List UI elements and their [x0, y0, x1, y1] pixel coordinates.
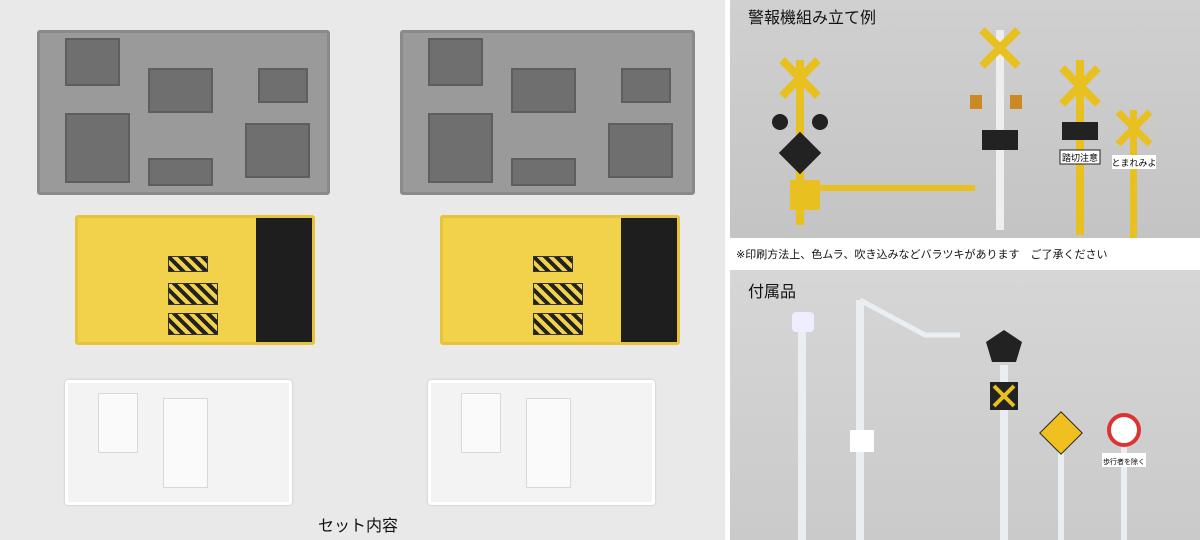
yellow-sprue-2	[440, 215, 680, 345]
gray-sprue-2	[400, 30, 695, 195]
sign-caution: 踏切注意	[1062, 152, 1098, 164]
accessories-title: 付属品	[748, 282, 797, 301]
catenary-pole	[856, 300, 864, 540]
yellow-sprue-1	[75, 215, 315, 345]
caution-sign	[850, 430, 874, 452]
kit-contents-panel: セット内容	[0, 0, 725, 540]
accessories-illustration: 歩行者を除く	[792, 297, 1146, 540]
assembly-title: 警報機組み立て例	[748, 8, 877, 27]
print-variation-note: ※印刷方法上、色ムラ、吹き込みなどバラツキがあります ご了承ください	[730, 238, 1200, 268]
crossing-signal-4: とまれみよ	[1111, 109, 1157, 238]
accessories-panel: 付属品 歩行者を除く	[730, 270, 1200, 540]
no-vehicles-sign	[1121, 445, 1127, 540]
signal-pole	[1000, 365, 1008, 540]
crossing-signals-illustration: 踏切注意 とまれみよ	[772, 27, 1157, 238]
white-sprue-2	[428, 380, 655, 505]
kit-contents-caption: セット内容	[318, 516, 399, 535]
pole-with-lamp	[798, 320, 806, 540]
crossing-signal-3: 踏切注意	[1059, 60, 1101, 235]
assembly-example-panel: 警報機組み立て例 踏切注意 とまれみよ	[730, 0, 1200, 238]
crossing-signal-2	[970, 27, 1022, 230]
gray-sprue-1	[37, 30, 330, 195]
sign-except-pedestrians: 歩行者を除く	[1103, 457, 1145, 466]
sign-stop-look: とまれみよ	[1111, 158, 1156, 169]
white-sprue-1	[65, 380, 292, 505]
train-warning-sign	[1058, 445, 1064, 540]
crossing-signal-with-barrier	[772, 57, 975, 225]
